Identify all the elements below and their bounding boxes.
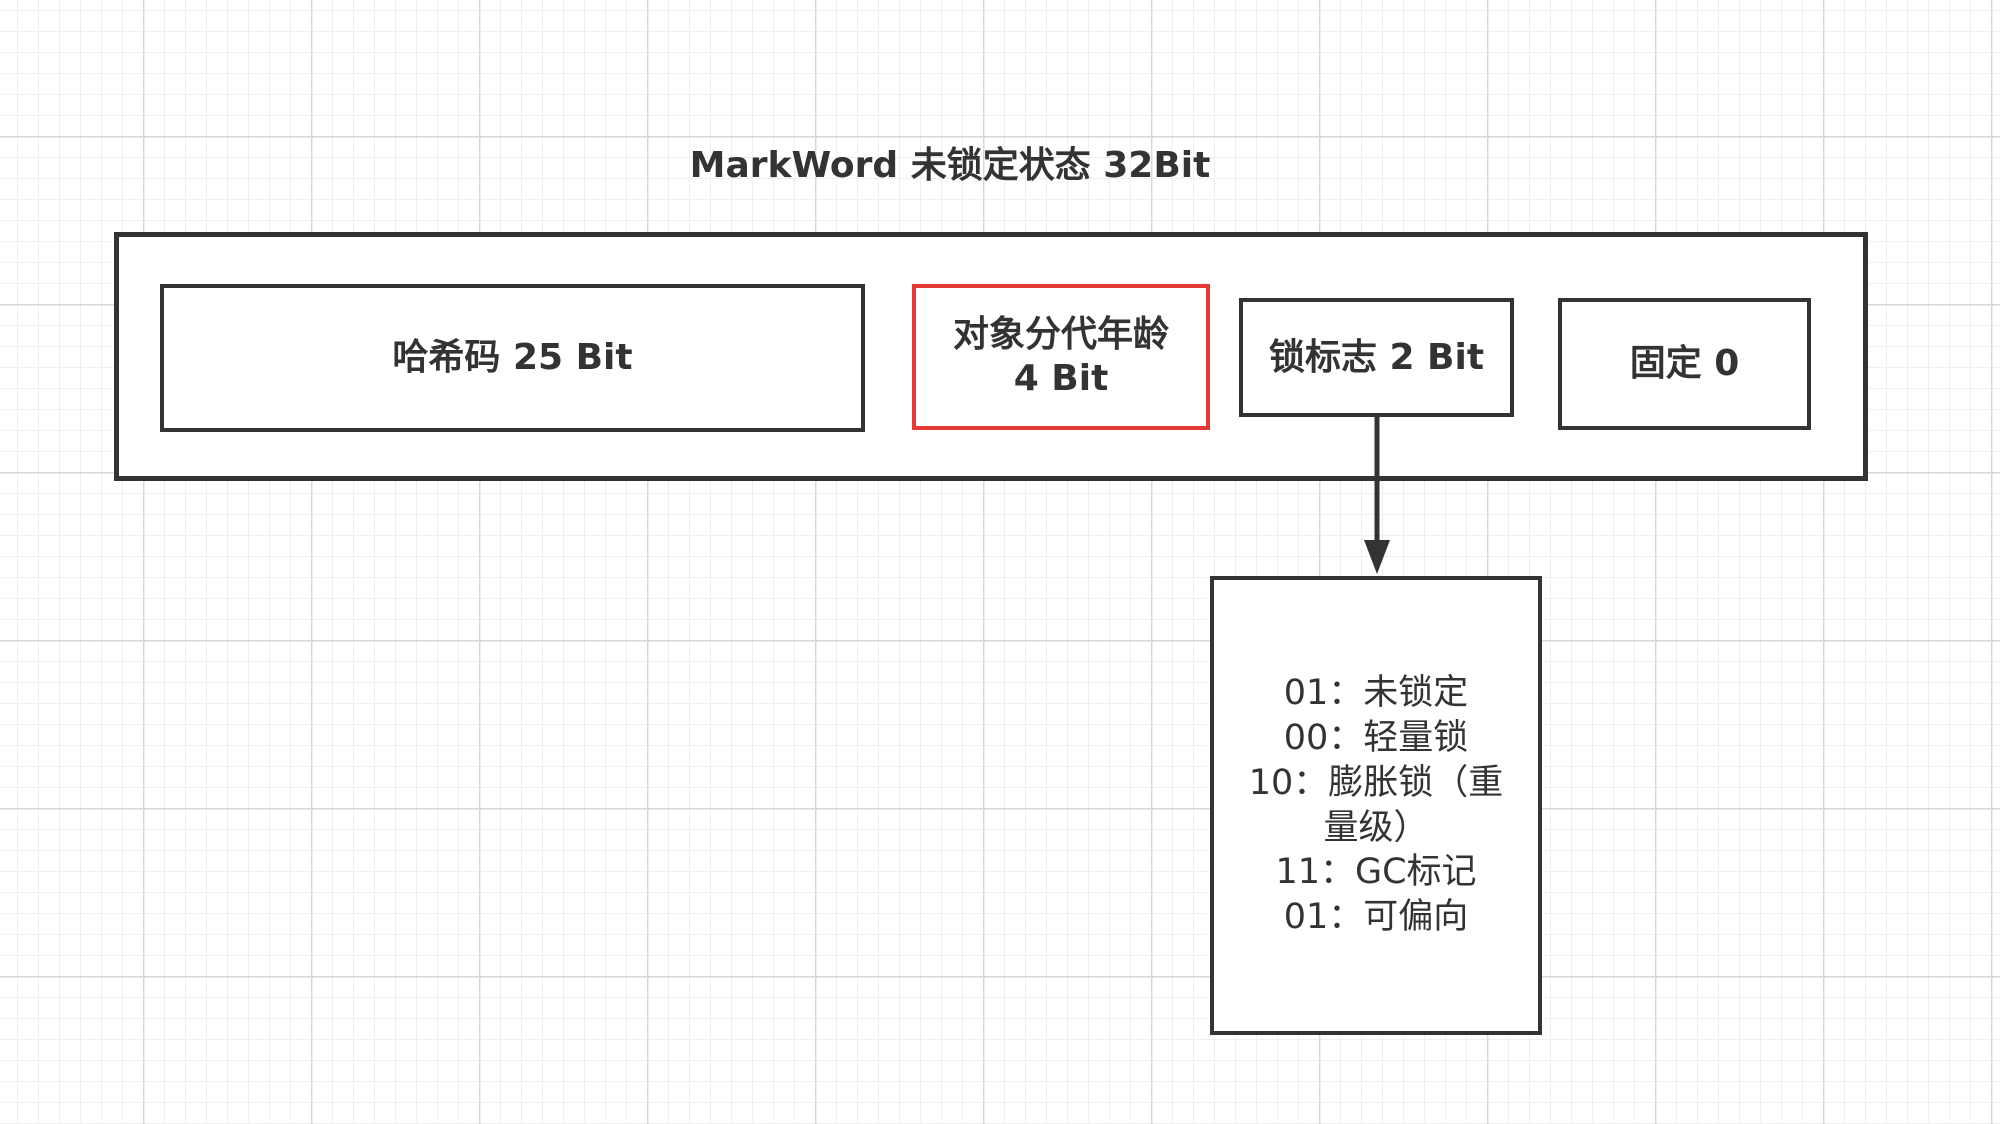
hash-code-field: 哈希码 25 Bit (160, 284, 865, 432)
diagram-title: MarkWord 未锁定状态 32Bit (689, 145, 1211, 186)
age-field: 对象分代年龄 4 Bit (912, 284, 1210, 430)
lock-state-item: 10：膨胀锁（重量级） (1248, 762, 1504, 848)
hash-code-label: 哈希码 25 Bit (392, 337, 633, 379)
lock-state-item: 01：可偏向 (1283, 897, 1469, 938)
arrow-head (1364, 540, 1390, 574)
lock-flag-label: 锁标志 2 Bit (1268, 336, 1485, 378)
age-label-line2: 4 Bit (1013, 358, 1109, 399)
age-label-line1: 对象分代年龄 (952, 314, 1169, 356)
lock-state-item: 11：GC标记 (1275, 852, 1477, 893)
lock-state-item: 01：未锁定 (1283, 673, 1469, 714)
fixed-bit-field: 固定 0 (1558, 298, 1811, 430)
fixed-bit-label: 固定 0 (1629, 343, 1740, 385)
lock-state-item: 00：轻量锁 (1283, 717, 1469, 758)
lock-states-box: 01：未锁定 00：轻量锁 10：膨胀锁（重量级） 11：GC标记 01：可偏向 (1210, 576, 1542, 1035)
lock-flag-field: 锁标志 2 Bit (1239, 298, 1514, 417)
